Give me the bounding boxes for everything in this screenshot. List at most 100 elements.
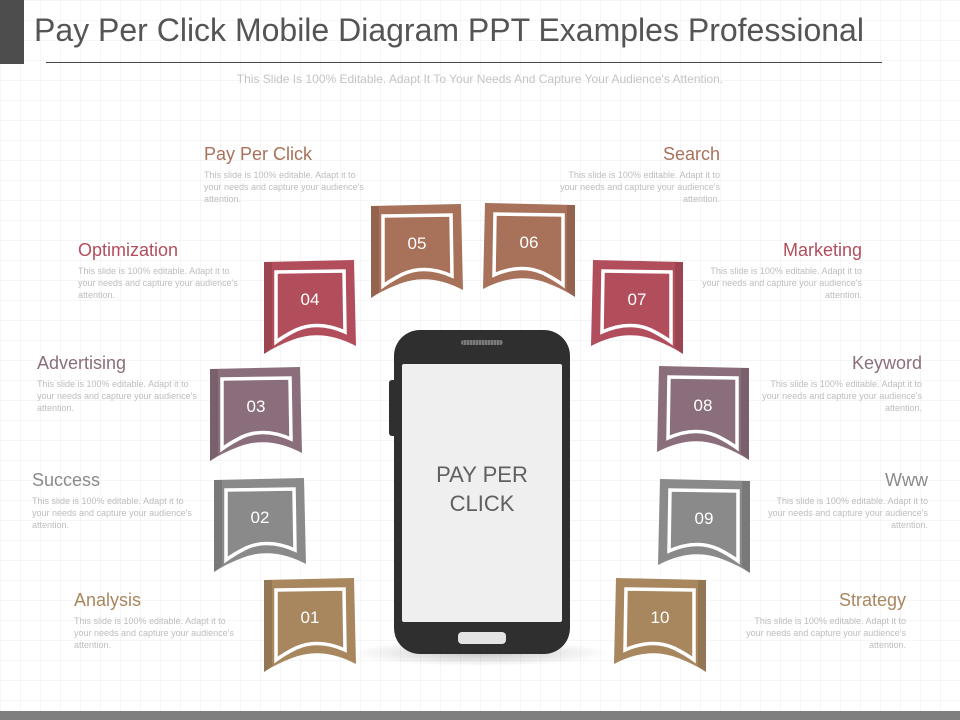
tile-banner: [264, 260, 356, 354]
tile-banner-shape: [264, 260, 356, 354]
heading-advertising: Advertising: [37, 353, 127, 373]
page-subtitle: This Slide Is 100% Editable. Adapt It To…: [236, 72, 724, 86]
tile-number: 08: [693, 396, 713, 415]
tile-number: 02: [250, 508, 270, 527]
phone-speaker: [461, 340, 503, 345]
tile-shade: [371, 206, 379, 298]
tile-banner-shape: [614, 578, 706, 672]
tile-number: 03: [246, 397, 266, 416]
label-success: Success This slide is 100% editable. Ada…: [32, 469, 232, 531]
heading-search: Search: [662, 144, 720, 164]
tile-banner-shape: [591, 260, 683, 354]
label-advertising: Advertising This slide is 100% editable.…: [37, 352, 237, 414]
label-marketing: Marketing This slide is 100% editable. A…: [662, 239, 862, 301]
desc-marketing: This slide is 100% editable. Adapt it to…: [702, 266, 862, 300]
label-analysis: Analysis This slide is 100% editable. Ad…: [74, 589, 274, 651]
label-keyword: Keyword This slide is 100% editable. Ada…: [722, 352, 922, 414]
desc-analysis: This slide is 100% editable. Adapt it to…: [74, 616, 234, 650]
tile-banner-shape: [371, 204, 463, 298]
tile-number: 04: [300, 290, 320, 309]
tile-shade: [264, 262, 272, 354]
heading-pay-per-click: Pay Per Click: [204, 144, 313, 164]
tile-05: 05: [369, 202, 465, 302]
tile-number: 07: [627, 290, 647, 309]
tile-02: 02: [212, 476, 308, 576]
title-accent-bar: [0, 0, 24, 64]
tile-banner: [614, 578, 706, 672]
tile-number: 06: [519, 233, 539, 252]
tile-07: 07: [589, 258, 685, 358]
tile-number: 01: [300, 608, 320, 627]
heading-marketing: Marketing: [782, 240, 862, 260]
bottom-bar: [0, 711, 960, 720]
tile-banner: [371, 204, 463, 298]
tile-shade: [741, 368, 749, 460]
tile-shade: [675, 262, 683, 354]
tile-number: 05: [407, 234, 427, 253]
tile-number: 10: [650, 608, 670, 627]
tile-04: 04: [262, 258, 358, 358]
tile-08: 08: [655, 364, 751, 464]
tile-shade: [698, 580, 706, 672]
label-strategy: Strategy This slide is 100% editable. Ad…: [706, 589, 906, 651]
tile-frame: [600, 269, 673, 346]
tile-banner-shape: [210, 367, 302, 461]
desc-www: This slide is 100% editable. Adapt it to…: [768, 496, 928, 530]
title-divider: [46, 62, 882, 63]
heading-analysis: Analysis: [74, 590, 142, 610]
desc-optimization: This slide is 100% editable. Adapt it to…: [78, 266, 238, 300]
tile-03: 03: [208, 365, 304, 465]
page-title: Pay Per Click Mobile Diagram PPT Example…: [34, 12, 864, 48]
label-www: Www This slide is 100% editable. Adapt i…: [728, 469, 928, 531]
label-search: Search This slide is 100% editable. Adap…: [520, 143, 720, 205]
heading-optimization: Optimization: [78, 240, 179, 260]
heading-www: Www: [885, 470, 928, 490]
tile-banner-shape: [658, 479, 750, 573]
desc-strategy: This slide is 100% editable. Adapt it to…: [746, 616, 906, 650]
tile-shade: [210, 369, 218, 461]
desc-success: This slide is 100% editable. Adapt it to…: [32, 496, 192, 530]
tile-number: 09: [694, 509, 714, 528]
tile-frame: [220, 376, 293, 453]
tile-banner: [591, 260, 683, 354]
tile-banner: [264, 578, 356, 672]
tile-10: 10: [612, 576, 708, 676]
tile-frame: [381, 213, 454, 290]
tile-frame: [492, 212, 565, 289]
label-optimization: Optimization This slide is 100% editable…: [78, 239, 278, 301]
phone-side-button: [389, 380, 397, 436]
label-pay-per-click: Pay Per Click This slide is 100% editabl…: [204, 143, 404, 205]
heading-success: Success: [32, 470, 101, 490]
tile-banner: [214, 478, 306, 572]
tile-banner-shape: [264, 578, 356, 672]
tile-banner-shape: [483, 203, 575, 297]
phone-screen-text: PAY PER CLICK: [436, 462, 528, 516]
heading-keyword: Keyword: [851, 353, 922, 373]
desc-pay-per-click: This slide is 100% editable. Adapt it to…: [204, 170, 364, 204]
desc-advertising: This slide is 100% editable. Adapt it to…: [37, 379, 197, 413]
phone-home-button: [458, 632, 506, 644]
phone-screen: PAY PER CLICK: [402, 364, 562, 622]
tile-frame: [623, 587, 696, 664]
desc-keyword: This slide is 100% editable. Adapt it to…: [762, 379, 922, 413]
tile-09: 09: [656, 477, 752, 577]
tile-shade: [264, 580, 272, 672]
smartphone: PAY PER CLICK: [394, 330, 570, 654]
tile-shade: [214, 480, 222, 572]
tile-shade: [742, 481, 750, 573]
tile-banner: [483, 203, 575, 297]
tile-shade: [567, 205, 575, 297]
tile-frame: [274, 587, 347, 664]
tile-01: 01: [262, 576, 358, 676]
tile-frame: [274, 269, 347, 346]
tile-frame: [667, 488, 740, 565]
desc-search: This slide is 100% editable. Adapt it to…: [560, 170, 720, 204]
tile-banner-shape: [214, 478, 306, 572]
tile-frame: [224, 487, 297, 564]
tile-banner: [210, 367, 302, 461]
tile-banner: [658, 479, 750, 573]
tile-06: 06: [481, 201, 577, 301]
heading-strategy: Strategy: [838, 590, 906, 610]
tile-banner: [657, 366, 749, 460]
tile-banner-shape: [657, 366, 749, 460]
